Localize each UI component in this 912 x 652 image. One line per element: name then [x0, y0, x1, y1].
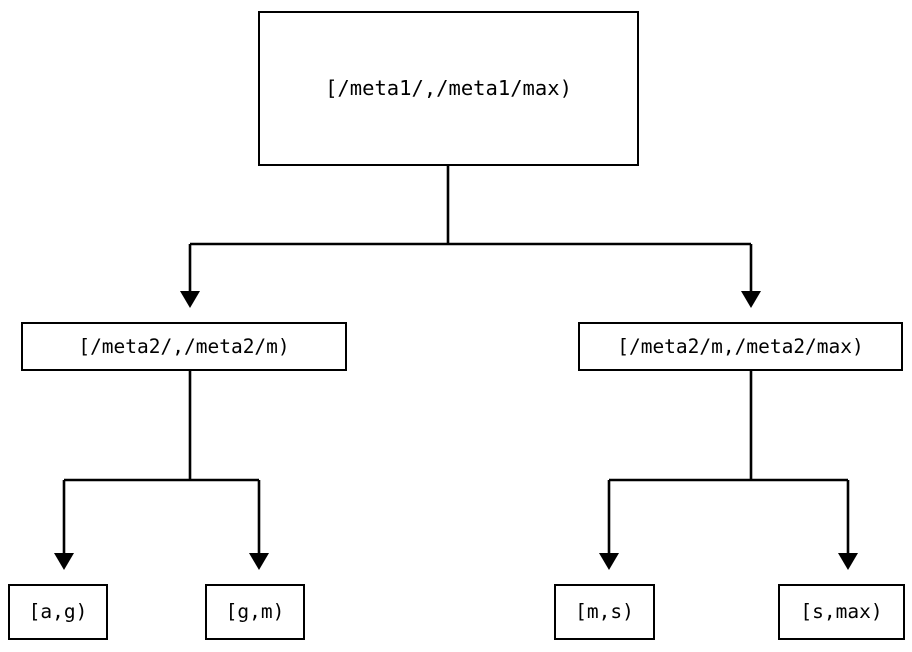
arrowhead-to-leaf-1: [54, 553, 74, 570]
node-mid-right[interactable]: [/meta2/m,/meta2/max): [578, 322, 903, 371]
arrowhead-to-leaf-2: [249, 553, 269, 570]
node-leaf-a-g[interactable]: [a,g): [8, 584, 108, 640]
arrowhead-to-leaf-4: [838, 553, 858, 570]
node-leaf-s-max[interactable]: [s,max): [778, 584, 905, 640]
node-leaf-g-m-label: [g,m): [225, 600, 285, 624]
node-root-label: [/meta1/,/meta1/max): [325, 76, 572, 101]
node-leaf-s-max-label: [s,max): [800, 600, 883, 624]
arrowhead-to-leaf-3: [599, 553, 619, 570]
node-leaf-m-s[interactable]: [m,s): [554, 584, 655, 640]
node-leaf-m-s-label: [m,s): [575, 600, 634, 624]
arrowhead-to-mid-left: [180, 291, 200, 308]
node-leaf-g-m[interactable]: [g,m): [205, 584, 305, 640]
arrowhead-to-mid-right: [741, 291, 761, 308]
node-root[interactable]: [/meta1/,/meta1/max): [258, 11, 639, 166]
node-mid-left-label: [/meta2/,/meta2/m): [78, 334, 290, 358]
node-mid-left[interactable]: [/meta2/,/meta2/m): [21, 322, 347, 371]
node-leaf-a-g-label: [a,g): [28, 600, 88, 624]
node-mid-right-label: [/meta2/m,/meta2/max): [617, 334, 864, 358]
